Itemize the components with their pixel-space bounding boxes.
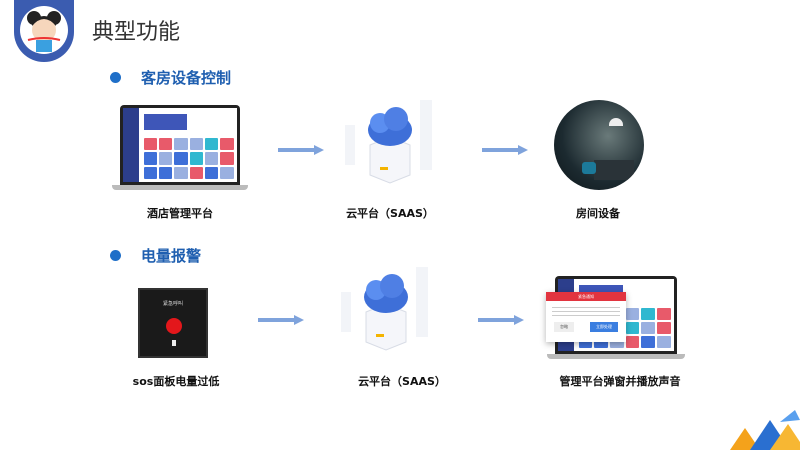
room-tile (158, 137, 173, 151)
cloud-icon (341, 267, 428, 351)
step-label: 云平台（SAAS） (358, 375, 446, 388)
room-tile (641, 336, 655, 349)
room-tile (204, 152, 219, 165)
room-tile (656, 307, 671, 320)
arrow-right-icon (258, 315, 304, 325)
room-tile (174, 137, 188, 151)
room-tile (174, 152, 188, 165)
room-tile (220, 137, 234, 151)
arrow-right-icon (482, 145, 528, 155)
room-tile (656, 336, 671, 349)
step-label: 云平台（SAAS） (346, 207, 434, 220)
step-label: 管理平台弹窗并播放声音 (559, 375, 681, 388)
step-label: sos面板电量过低 (132, 375, 220, 388)
sos-button-icon (166, 318, 182, 334)
section-title: 客房设备控制 (141, 69, 232, 87)
bullet-icon (110, 72, 121, 83)
ignore-button[interactable]: 忽略 (554, 322, 574, 332)
room-tile (641, 307, 655, 320)
room-tile (641, 321, 655, 335)
room-tile (143, 166, 157, 180)
room-tile (189, 137, 203, 151)
room-tile (158, 166, 173, 180)
room-tile (656, 321, 671, 335)
room-device-photo (554, 100, 644, 190)
room-tile (158, 152, 173, 165)
room-tile (143, 137, 157, 151)
room-tile (189, 166, 203, 180)
step-label: 房间设备 (576, 207, 620, 220)
section-title: 电量报警 (141, 247, 202, 265)
section-room-control: 客房设备控制 (110, 67, 231, 88)
room-tile (204, 166, 219, 180)
hotel-platform-laptop (112, 105, 248, 190)
mascot-logo (14, 0, 74, 62)
handle-button[interactable]: 立即处理 (590, 322, 618, 332)
room-tile (204, 137, 219, 151)
room-tile (625, 307, 640, 320)
sos-panel-label: 紧急呼叫 (162, 301, 183, 307)
room-tile (625, 336, 640, 349)
room-tile (143, 152, 157, 165)
room-tile (220, 166, 234, 180)
popup-title: 紧急通知 (546, 292, 626, 301)
room-tile (220, 152, 234, 165)
sos-panel: 紧急呼叫 (138, 288, 208, 358)
section-power-alarm: 电量报警 (110, 245, 201, 266)
room-tile (189, 152, 203, 165)
corner-triangles-decoration (730, 410, 800, 450)
step-label: 酒店管理平台 (147, 207, 213, 220)
alarm-popup: 紧急通知 忽略 立即处理 (546, 292, 626, 342)
bullet-icon (110, 250, 121, 261)
arrow-right-icon (278, 145, 324, 155)
room-tile (174, 166, 188, 180)
cloud-icon (345, 100, 432, 184)
room-tile (625, 321, 640, 335)
page-title: 典型功能 (92, 20, 181, 45)
arrow-right-icon (478, 315, 524, 325)
